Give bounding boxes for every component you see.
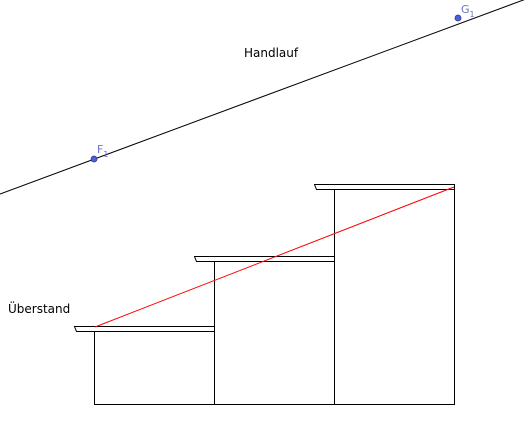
point-g1[interactable]	[454, 14, 462, 22]
point-f1[interactable]	[90, 155, 98, 163]
stair-step-1[interactable]	[94, 331, 215, 405]
overhang-label: Überstand	[8, 300, 70, 316]
point-g1-subscript: 1	[470, 10, 475, 19]
handrail-label: Handlauf	[244, 46, 299, 60]
point-f1-label: F1	[97, 143, 108, 159]
tread-plate-1[interactable]	[73, 326, 215, 332]
stair-step-2[interactable]	[214, 261, 335, 405]
point-f1-name: F	[97, 143, 103, 156]
point-g1-name: G	[461, 3, 470, 16]
stair-step-3[interactable]	[334, 189, 455, 405]
handrail-line[interactable]	[0, 0, 526, 195]
tread-plate-2[interactable]	[193, 256, 335, 262]
tread-plate-3[interactable]	[313, 184, 455, 190]
point-f1-subscript: 1	[103, 150, 108, 159]
point-g1-label: G1	[461, 3, 475, 19]
pitch-line[interactable]	[94, 186, 455, 328]
